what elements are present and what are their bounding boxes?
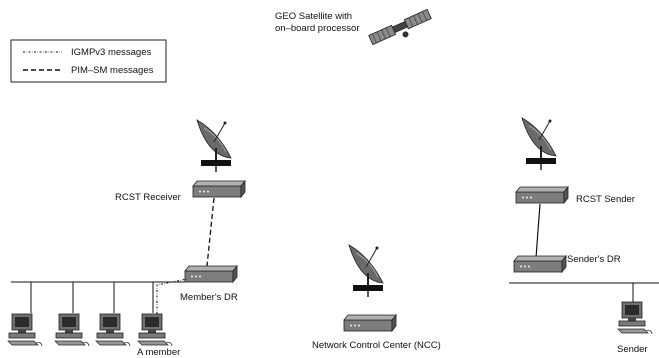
- members-dr-label: Member's DR: [180, 292, 238, 303]
- legend: IGMPv3 messages PIM–SM messages: [10, 39, 167, 83]
- sender-dish-icon: [521, 117, 557, 171]
- computer-icon: [7, 313, 43, 347]
- rcst-sender-icon: [515, 186, 569, 204]
- sender-link: [535, 203, 541, 259]
- igmpv3-link: [156, 278, 188, 314]
- satellite-label-line1: GEO Satellite with: [275, 11, 352, 22]
- sender-computer-icon: [617, 301, 653, 335]
- ncc-box-icon: [343, 314, 397, 332]
- legend-pim-label: PIM–SM messages: [71, 65, 154, 76]
- legend-igmp-label: IGMPv3 messages: [71, 47, 151, 58]
- rcst-receiver-label: RCST Receiver: [115, 192, 181, 203]
- member-computer-icon: [137, 313, 173, 347]
- senders-dr-icon: [513, 255, 567, 273]
- receiver-dish-icon: [196, 119, 232, 173]
- legend-box: [10, 39, 167, 83]
- rcst-sender-label: RCST Sender: [576, 194, 635, 205]
- members-dr-icon: [184, 265, 238, 283]
- a-member-label: A member: [137, 347, 180, 358]
- computer-icon: [54, 313, 90, 347]
- ncc-dish-icon: [348, 244, 384, 298]
- sender-label: Sender: [617, 344, 648, 355]
- ncc-label: Network Control Center (NCC): [312, 340, 441, 351]
- senders-dr-label: Sender's DR: [567, 254, 621, 265]
- computer-icon: [95, 313, 131, 347]
- rcst-receiver-icon: [192, 180, 246, 198]
- satellite-icon: [368, 8, 432, 46]
- satellite-label: GEO Satellite with on–board processor: [275, 11, 360, 34]
- satellite-label-line2: on–board processor: [275, 23, 360, 34]
- pim-sm-link: [206, 197, 215, 267]
